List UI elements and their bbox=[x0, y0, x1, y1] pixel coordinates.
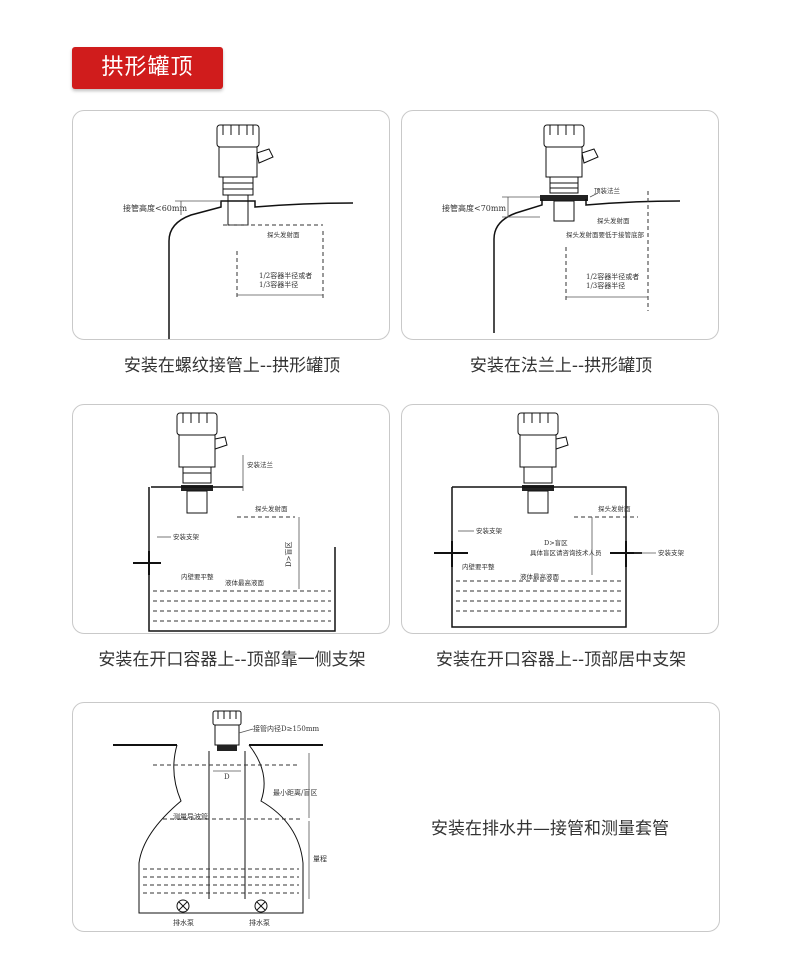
sensor-icon bbox=[176, 412, 228, 514]
pump-left-label: 排水泵 bbox=[173, 918, 194, 927]
pipe-height-label: 接管高度<70mm bbox=[442, 203, 506, 213]
blind-zone-label: D>盲区 bbox=[544, 538, 568, 547]
sensor-icon bbox=[216, 124, 274, 226]
threaded-mount-diagram: 接管高度<60mm 探头发射面 1/2容器半径或者 1/3容器半径 bbox=[123, 124, 354, 339]
guide-pipe-label: 测量导波管 bbox=[173, 812, 208, 821]
blind-zone-label: D>盲区 bbox=[284, 542, 293, 567]
sensor-icon bbox=[540, 124, 599, 222]
emit-label: 探头发射面 bbox=[597, 216, 630, 225]
side-bracket-diagram: 安装法兰 探头发射面 安装支架 D>盲区 内壁要平整 液体最高液面 bbox=[133, 412, 336, 632]
diagram-panel-center-bracket: 探头发射面 安装支架 安装支架 D>盲区 具体盲区请咨询技术人员 内壁要平整 液… bbox=[401, 404, 719, 670]
panel-caption: 安装在开口容器上--顶部居中支架 bbox=[435, 650, 687, 670]
panel-caption: 安装在螺纹接管上--拱形罐顶 bbox=[123, 356, 341, 376]
radius-label-1: 1/2容器半径或者 bbox=[586, 272, 639, 281]
pump-right-label: 排水泵 bbox=[249, 918, 270, 927]
bracket-left-label: 安装支架 bbox=[476, 526, 503, 535]
emit-label: 探头发射面 bbox=[267, 230, 300, 239]
range-label: 量程 bbox=[313, 854, 327, 863]
flange-label: 顶装法兰 bbox=[594, 186, 621, 195]
min-distance-label: 最小距离/盲区 bbox=[273, 788, 317, 797]
flange-label: 安装法兰 bbox=[247, 460, 274, 469]
level-label: 液体最高液面 bbox=[520, 572, 560, 581]
diagram-panel-drain-well: 接管内径D≥150mm D 最小距离/盲区 测量导波管 量程 排水泵 排水泵 安… bbox=[72, 702, 720, 932]
radius-label-2: 1/3容器半径 bbox=[259, 280, 298, 289]
section-title: 拱形罐顶 bbox=[72, 47, 223, 89]
consult-label: 具体盲区请咨询技术人员 bbox=[530, 548, 602, 557]
panel-caption: 安装在开口容器上--顶部靠一侧支架 bbox=[98, 650, 366, 670]
panel-caption: 安装在法兰上--拱形罐顶 bbox=[469, 356, 653, 376]
pump-right-icon bbox=[254, 899, 268, 913]
drain-well-diagram: 接管内径D≥150mm D 最小距离/盲区 测量导波管 量程 排水泵 排水泵 bbox=[113, 710, 327, 927]
sensor-icon bbox=[517, 412, 569, 514]
pump-left-icon bbox=[176, 899, 190, 913]
flange-mount-diagram: 顶装法兰 接管高度<70mm 探头发射面 探头发射面要低于接管底部 1/2容器半… bbox=[442, 124, 681, 333]
pipe-diameter-label: 接管内径D≥150mm bbox=[253, 724, 319, 733]
center-bracket-diagram: 探头发射面 安装支架 安装支架 D>盲区 具体盲区请咨询技术人员 内壁要平整 液… bbox=[434, 412, 685, 628]
radius-label-2: 1/3容器半径 bbox=[586, 281, 625, 290]
diagram-panel-side-bracket: 安装法兰 探头发射面 安装支架 D>盲区 内壁要平整 液体最高液面 安装在开口容… bbox=[72, 404, 390, 670]
diagram-panel-flange: 顶装法兰 接管高度<70mm 探头发射面 探头发射面要低于接管底部 1/2容器半… bbox=[401, 110, 719, 376]
panel-caption: 安装在排水井—接管和测量套管 bbox=[431, 819, 669, 839]
emit-note-label: 探头发射面要低于接管底部 bbox=[566, 230, 645, 239]
emit-label: 探头发射面 bbox=[255, 504, 288, 513]
sensor-icon bbox=[212, 710, 242, 751]
d-mark-label: D bbox=[224, 773, 230, 781]
wall-label: 内壁要平整 bbox=[462, 562, 495, 571]
pipe-height-label: 接管高度<60mm bbox=[123, 203, 187, 213]
bracket-label: 安装支架 bbox=[173, 532, 200, 541]
wall-label: 内壁要平整 bbox=[181, 572, 214, 581]
radius-label-1: 1/2容器半径或者 bbox=[259, 271, 312, 280]
level-label: 液体最高液面 bbox=[225, 578, 265, 587]
bracket-right-label: 安装支架 bbox=[658, 548, 685, 557]
diagram-panel-threaded: 接管高度<60mm 探头发射面 1/2容器半径或者 1/3容器半径 安装在螺纹接… bbox=[72, 110, 390, 376]
emit-label: 探头发射面 bbox=[598, 504, 631, 513]
